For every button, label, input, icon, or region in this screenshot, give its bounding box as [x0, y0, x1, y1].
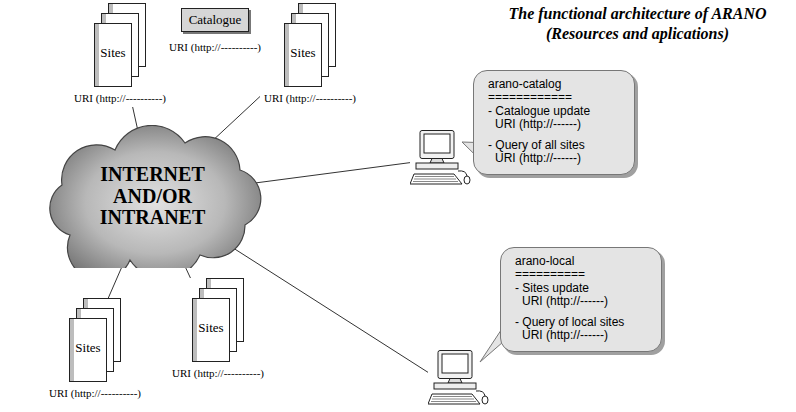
catalogue-frame: Catalogue — [181, 8, 250, 32]
speech-bubble: arano-local==========- Sites updateURI (… — [500, 247, 662, 352]
node-text: URI (http://----------) — [172, 367, 264, 379]
page-stack: Sites — [94, 3, 146, 89]
workstation-callout: arano-local==========- Sites updateURI (… — [428, 245, 668, 406]
node-label: INTERNET AND/OR INTRANET — [88, 164, 218, 229]
site-stack: SitesURI (http://----------) — [260, 3, 360, 107]
site-stack: SitesURI (http://----------) — [70, 3, 170, 107]
node-label: Sites — [192, 320, 230, 336]
page-stack: Sites — [69, 298, 121, 384]
node-label: arano-local — [515, 255, 645, 268]
node-text: URI (http://----------) — [74, 92, 166, 104]
node-text: ============ — [488, 91, 618, 104]
page-stack: Sites — [192, 278, 244, 364]
node-text: URI (http://----------) — [169, 41, 261, 53]
network-link — [245, 163, 410, 185]
node-label: arano-catalog — [488, 78, 618, 91]
node-text: URI (http://------) — [488, 118, 618, 131]
node-text: ========== — [515, 268, 645, 281]
network-link — [219, 239, 428, 372]
workstation-callout: arano-catalog============- Catalogue upd… — [410, 68, 641, 186]
node-text: URI (http://------) — [488, 152, 618, 165]
catalogue-box: CatalogueURI (http://----------) — [165, 8, 265, 56]
site-stack: SitesURI (http://----------) — [168, 278, 268, 382]
node-text: URI (http://------) — [515, 329, 645, 342]
node-label: Sites — [69, 340, 107, 356]
node-text: - Query of local sites — [515, 316, 645, 329]
node-text: - Catalogue update — [488, 105, 618, 118]
node-label: Catalogue — [189, 12, 242, 28]
page-stack: Sites — [284, 3, 336, 89]
diagram-title: The functional architecture of ARANO (Re… — [485, 4, 790, 44]
node-label: Sites — [94, 45, 132, 61]
node-text: - Sites update — [515, 282, 645, 295]
speech-bubble: arano-catalog============- Catalogue upd… — [473, 70, 635, 175]
network-cloud: INTERNET AND/OR INTRANET — [40, 125, 265, 268]
node-label: Sites — [284, 45, 322, 61]
node-text: URI (http://----------) — [264, 92, 356, 104]
node-text: - Query of all sites — [488, 139, 618, 152]
node-text: URI (http://------) — [515, 295, 645, 308]
node-text: URI (http://----------) — [49, 387, 141, 399]
site-stack: SitesURI (http://----------) — [45, 298, 145, 402]
